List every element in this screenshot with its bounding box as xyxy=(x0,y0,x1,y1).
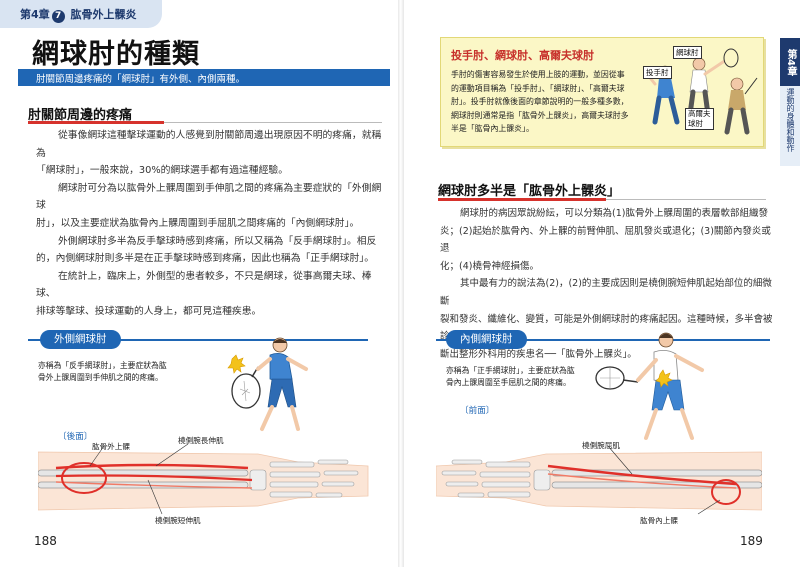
ecrb-muscle xyxy=(55,474,253,482)
body-line: 在統計上，臨床上，外側型的患者較多，不只是網球，從事高爾夫球、棒球、 xyxy=(36,270,372,300)
medial-tennis-elbow-pill: 內側網球肘 xyxy=(446,330,527,349)
tag-golf-line: 球肘 xyxy=(688,119,703,128)
body-line: 排球等擊球、投球運動的人身上，都可見這種疾患。 xyxy=(36,305,262,317)
forehand-player-illustration xyxy=(595,332,704,440)
section-heading-elbow-pain: 肘關節周邊的疼痛 xyxy=(28,108,133,123)
side-chapter-label: 運動的身體和動作 xyxy=(786,88,795,152)
forearm-back-anatomy xyxy=(38,444,369,515)
section-rule-red xyxy=(28,121,164,124)
callout-line: 手肘的傷害容易發生於使用上肢的運動，並因從事 xyxy=(451,70,625,79)
lateral-tennis-elbow-pill: 外側網球肘 xyxy=(40,330,121,349)
page-number-left: 188 xyxy=(34,534,57,548)
body-line: 化；(4)橈骨神經損傷。 xyxy=(440,260,539,272)
chapter-topic: 肱骨外上髁炎 xyxy=(70,8,137,21)
medial-note: 亦稱為「正手網球肘」，主要症狀為肱 骨內上髁周圍至手屈肌之間的疼痛。 xyxy=(446,365,606,389)
body-line: 其中最有力的說法為(2)，(2)的主要成因則是橈側腕短伸肌起始部位的細微斷 xyxy=(440,278,772,307)
page-title: 網球肘的種類 xyxy=(32,39,200,70)
callout-body: 手肘的傷害容易發生於使用上肢的運動，並因從事 的運動項目稱為「投手肘」、「網球肘… xyxy=(451,68,635,136)
subtitle-bar: 肘關節周邊疼痛的「網球肘」有外側、內側兩種。 xyxy=(18,69,390,86)
note-line: 亦稱為「正手網球肘」，主要症狀為肱 xyxy=(446,366,575,375)
label-ecrl: 橈側腕長伸肌 xyxy=(178,436,224,445)
body-line: 從事像網球這種擊球運動的人感覺到肘關節周邊出現原因不明的疼痛，就稱為 xyxy=(36,130,382,159)
callout-title: 投手肘、網球肘、高爾夫球肘 xyxy=(451,49,594,62)
page-gutter xyxy=(398,0,404,567)
page-number-right: 189 xyxy=(740,534,763,548)
page-subtitle: 肘關節周邊疼痛的「網球肘」有外側、內側兩種。 xyxy=(36,74,246,85)
body-line: 肘」，以及主要症狀為肱骨內上髁周圍到手屈肌之間疼痛的「內側網球肘」。 xyxy=(36,217,360,229)
section-epicondylitis-body: 網球肘的病因眾說紛紜，可以分類為(1)肱骨外上髁周圍的表層軟部組織發 炎；(2)… xyxy=(440,205,774,363)
racket-head xyxy=(231,373,261,409)
ecrl-muscle xyxy=(55,463,249,470)
side-chapter-number: 第4章 xyxy=(780,38,800,86)
callout-box: 投手肘、網球肘、高爾夫球肘 手肘的傷害容易發生於使用上肢的運動，並因從事 的運動… xyxy=(440,37,764,147)
tag-golf-line: 高爾夫 xyxy=(688,109,711,118)
note-line: 骨內上髁周圍至手屈肌之間的疼痛。 xyxy=(446,378,571,387)
chapter-prefix: 第4章 xyxy=(20,8,50,21)
callout-line: 肘」。投手肘就像後面的章節說明的一般多種多數， xyxy=(451,97,629,106)
body-line: 「網球肘」，一般來說，30%的網球選手都有過這種經驗。 xyxy=(36,165,288,177)
body-line: 網球肘的病因眾說紛紜，可以分類為(1)肱骨外上髁周圍的表層軟部組織發 xyxy=(460,208,768,219)
body-line: 裂和發炎、纖維化、變質，可能是外側網球肘的疼痛起因。這種時候，多半會被診 xyxy=(440,313,773,343)
body-line: 的，內側網球肘則多半是在正手擊球時感到疼痛，因此也稱為「正手網球肘」。 xyxy=(36,253,374,265)
callout-line: 的運動項目稱為「投手肘」、「網球肘」、「高爾夫球 xyxy=(451,83,625,93)
label-fcr: 橈側腕屈肌 xyxy=(582,441,620,450)
racket-head xyxy=(595,366,625,390)
chapter-number-badge: 7 xyxy=(51,10,65,23)
callout-line: 半是「肱骨內上髁炎」。 xyxy=(451,124,534,133)
note-line: 骨外上髁周圍到手伸肌之間的疼痛。 xyxy=(38,373,163,382)
pain-burst-icon xyxy=(227,354,246,374)
tag-pitcher-elbow: 投手肘 xyxy=(643,66,672,79)
medial-epicondyle-highlight xyxy=(711,479,741,505)
tag-golf-elbow: 高爾夫 球肘 xyxy=(685,108,714,130)
backhand-player-illustration xyxy=(227,337,308,431)
section-heading-lateral-epicondylitis: 網球肘多半是「肱骨外上髁炎」 xyxy=(438,184,621,199)
section-rule-grey xyxy=(606,199,766,200)
body-line: 網球肘可分為以肱骨外上髁周圍到手伸肌之間的疼痛為主要症狀的「外側網球 xyxy=(36,182,382,212)
hand-bones xyxy=(249,459,359,498)
note-line: 亦稱為「反手網球肘」，主要症狀為肱 xyxy=(38,361,167,370)
illustration-rule xyxy=(28,339,368,341)
player-shorts xyxy=(267,378,297,408)
body-line: 斷出整形外科用的疾患名──「肱骨外上髁炎」。 xyxy=(440,348,637,360)
callout-line: 網球肘則通常是指「肱骨外上髁炎」，高爾夫球肘多 xyxy=(451,110,629,120)
label-ecrb: 橈側腕短伸肌 xyxy=(155,516,201,525)
view-label-front: 〔前面〕 xyxy=(460,406,495,416)
lateral-note: 亦稱為「反手網球肘」，主要症狀為肱 骨外上髁周圍到手伸肌之間的疼痛。 xyxy=(38,360,198,384)
tag-tennis-elbow: 網球肘 xyxy=(673,46,702,59)
forearm-front-anatomy xyxy=(436,445,762,515)
illustration-rule xyxy=(436,339,770,341)
lateral-epicondyle-highlight xyxy=(61,462,107,494)
player-shorts xyxy=(651,379,685,411)
body-line: 外側網球肘多半為反手擊球時感到疼痛，所以又稱為「反手網球肘」。相反 xyxy=(58,235,377,247)
fcr-muscle xyxy=(547,464,737,486)
section-rule-grey xyxy=(164,122,382,123)
hand-bones xyxy=(441,459,551,498)
section-rule-red xyxy=(438,198,606,201)
view-label-back: 〔後面〕 xyxy=(58,432,93,442)
label-lateral-epicondyle: 肱骨外上髁 xyxy=(92,442,130,451)
label-medial-epicondyle: 肱骨內上髁 xyxy=(640,516,678,525)
section-elbow-pain-body: 從事像網球這種擊球運動的人感覺到肘關節周邊出現原因不明的疼痛，就稱為 「網球肘」… xyxy=(36,127,386,321)
pain-burst-icon xyxy=(655,369,673,388)
body-line: 炎；(2)起始於肱骨內、外上髁的前臂伸肌、屈肌發炎或退化；(3)關節內發炎或退 xyxy=(440,225,771,255)
